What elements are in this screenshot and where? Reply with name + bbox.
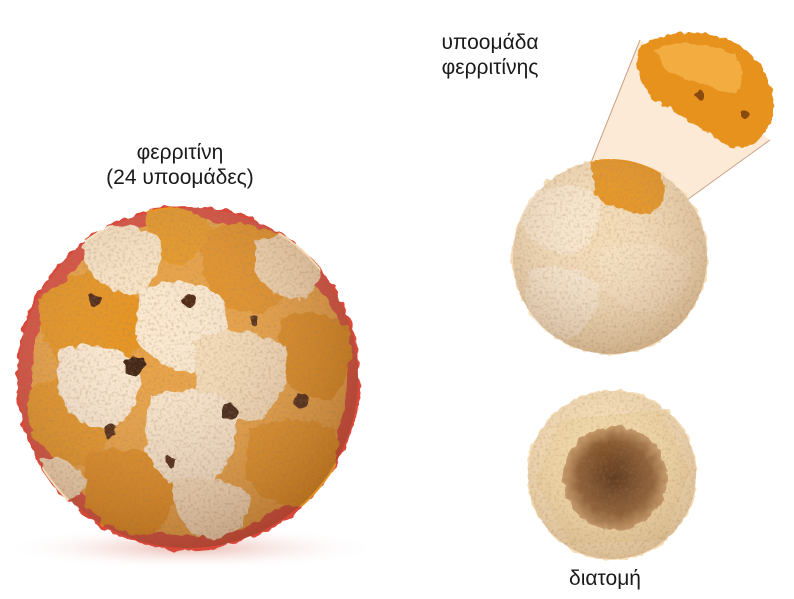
- crevice: [741, 111, 749, 119]
- subunit-label: υποομάδα φερριτίνης: [410, 30, 570, 80]
- crevice: [695, 90, 705, 100]
- subunit-label-line1: υποομάδα: [410, 30, 570, 55]
- ferritin-label-line1: φερριτίνη: [60, 140, 300, 165]
- cross-section: [527, 390, 697, 560]
- small-ferritin: [512, 158, 708, 356]
- cross-section-label-text: διατομή: [540, 566, 670, 591]
- cross-section-shading: [528, 391, 696, 559]
- ferritin-label: φερριτίνη (24 υποομάδες): [60, 140, 300, 190]
- small-sphere-shading: [513, 160, 707, 354]
- cross-section-label: διατομή: [540, 566, 670, 591]
- shell-shading: [18, 208, 358, 548]
- subunit-label-line2: φερριτίνης: [410, 55, 570, 80]
- ferritin-shell: [0, 206, 380, 570]
- ferritin-label-line2: (24 υποομάδες): [60, 165, 300, 190]
